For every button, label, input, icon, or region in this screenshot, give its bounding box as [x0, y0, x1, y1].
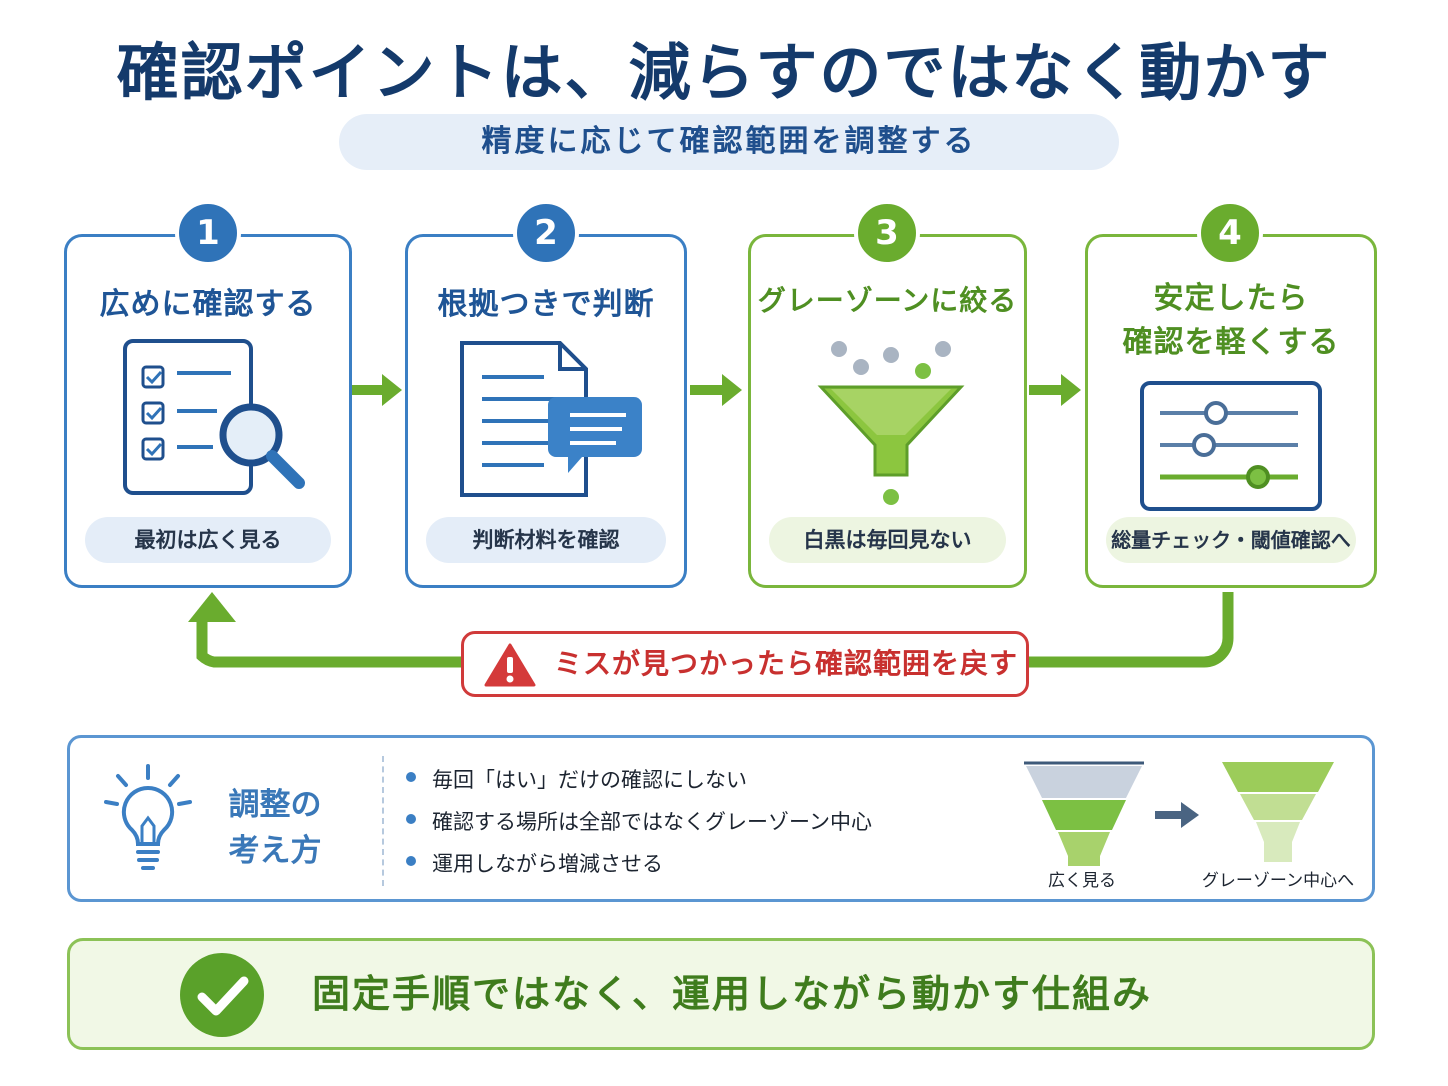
- step-4-number: 4: [1197, 200, 1263, 266]
- step-card-1: 広めに確認する 最初は広く見る: [64, 234, 352, 588]
- step-3-title: グレーゾーンに絞る: [757, 284, 1018, 317]
- arrow-right-icon: [1155, 802, 1199, 828]
- step-1-caption: 最初は広く見る: [85, 517, 331, 563]
- step-3-caption: 白黒は毎回見ない: [769, 517, 1006, 563]
- tips-title: 調整の 考え方: [220, 782, 330, 874]
- arrow-right-icon: [690, 374, 742, 406]
- step-3-number: 3: [854, 200, 920, 266]
- conclusion-banner: 固定手順ではなく、運用しながら動かす仕組み: [67, 938, 1375, 1050]
- arrow-right-icon: [1029, 374, 1081, 406]
- check-circle-icon: [180, 953, 264, 1037]
- loop-back-arrow-icon: [188, 592, 1234, 668]
- tips-panel: 調整の 考え方 毎回「はい」だけの確認にしない 確認する場所は全部ではなくグレー…: [67, 735, 1375, 902]
- step-card-3: グレーゾーンに絞る 白黒は毎回見ない: [748, 234, 1027, 588]
- funnel-from-label: 広く見る: [1048, 871, 1116, 891]
- tips-bullet: 運用しながら増減させる: [406, 848, 663, 878]
- step-1-number: 1: [175, 200, 241, 266]
- step-2-title: 根拠つきで判断: [437, 287, 655, 322]
- step-2-caption: 判断材料を確認: [426, 517, 666, 563]
- tips-title-line1: 調整の: [228, 787, 322, 823]
- subtitle: 精度に応じて確認範囲を調整する: [339, 114, 1119, 170]
- tips-divider: [382, 756, 384, 886]
- warning-text: ミスが見つかったら確認範囲を戻す: [554, 647, 1019, 680]
- narrow-funnel-icon: [1222, 762, 1334, 862]
- document-comment-icon: [460, 341, 642, 497]
- step-2-number: 2: [513, 200, 579, 266]
- page-title: 確認ポイントは、減らすのではなく動かす: [116, 36, 1332, 109]
- step-card-2: 根拠つきで判断 判断材料を確認: [405, 234, 687, 588]
- step-1-title: 広めに確認する: [99, 287, 317, 322]
- checklist-magnifier-icon: [123, 339, 305, 495]
- step-card-4: 安定したら 確認を軽くする 総量チェック・閾値確認へ: [1085, 234, 1377, 588]
- funnel-icon: [817, 341, 965, 505]
- warning-icon: [484, 643, 536, 687]
- tips-title-line2: 考え方: [228, 833, 322, 869]
- step-4-title-line1: 安定したら: [1153, 281, 1309, 316]
- arrow-right-icon: [352, 374, 402, 406]
- funnel-to-label: グレーゾーン中心へ: [1201, 871, 1355, 891]
- check-icon: [197, 976, 249, 1016]
- step-4-title: 安定したら 確認を軽くする: [1088, 277, 1374, 365]
- sliders-icon: [1140, 381, 1322, 511]
- tips-bullet: 確認する場所は全部ではなくグレーゾーン中心: [406, 806, 872, 836]
- tips-bullet: 毎回「はい」だけの確認にしない: [406, 764, 747, 794]
- lightbulb-icon: [104, 764, 192, 870]
- conclusion-text: 固定手順ではなく、運用しながら動かす仕組み: [312, 972, 1153, 1016]
- step-4-title-line2: 確認を軽くする: [1122, 325, 1340, 360]
- wide-funnel-icon: [1024, 761, 1144, 866]
- warning-box: ミスが見つかったら確認範囲を戻す: [461, 631, 1029, 697]
- step-4-caption: 総量チェック・閾値確認へ: [1106, 517, 1356, 563]
